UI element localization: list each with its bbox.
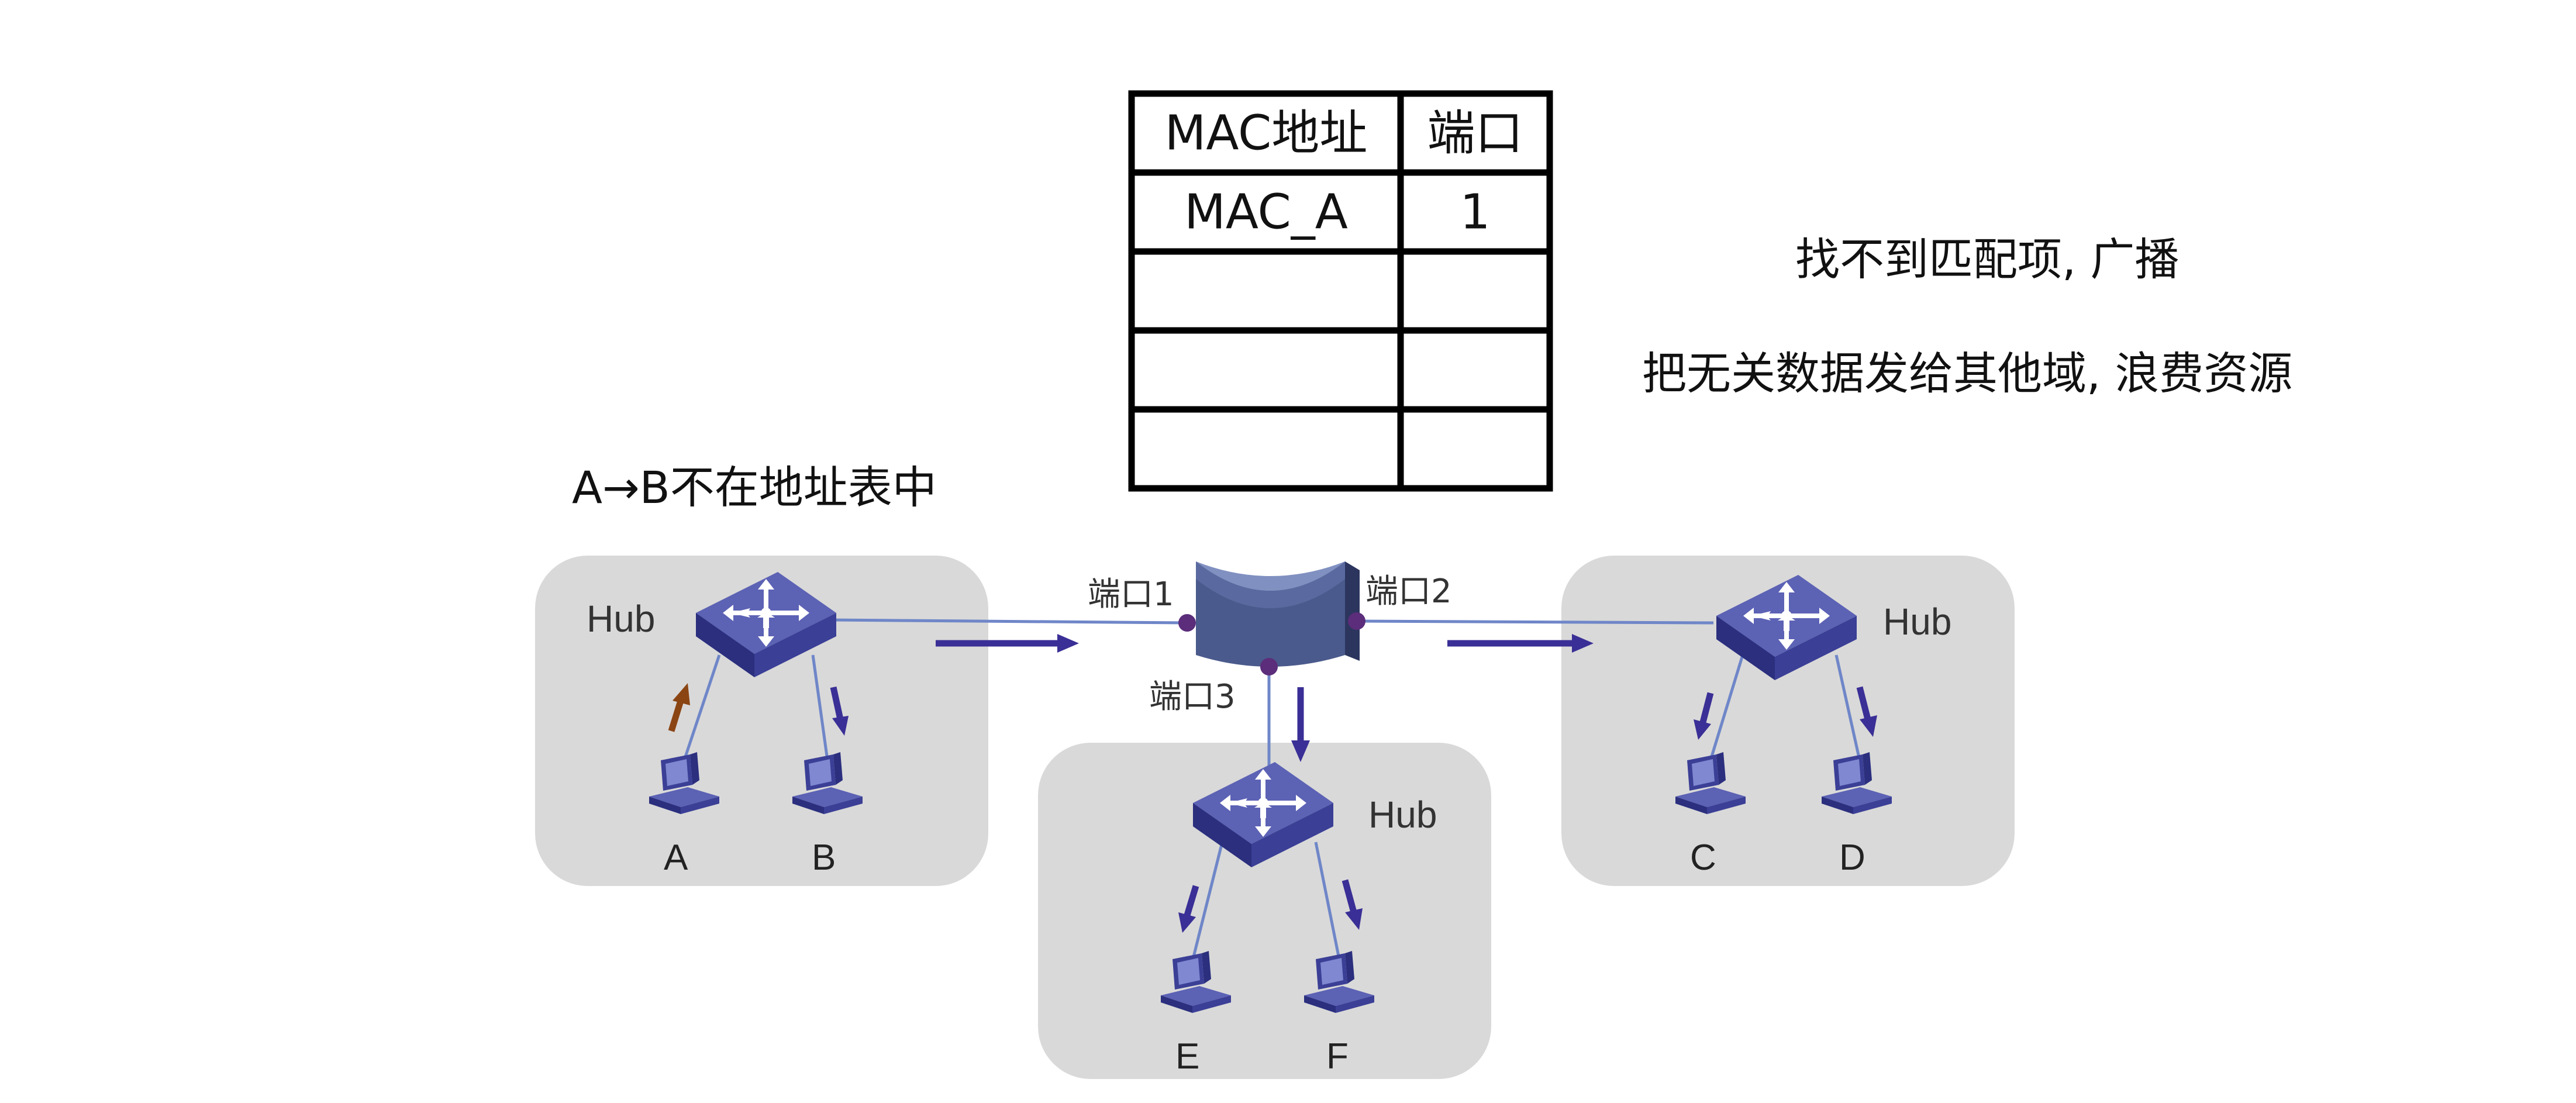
pc-b-label: B <box>812 837 836 878</box>
right-group-bg <box>1561 556 2015 886</box>
pc-f-label: F <box>1326 1036 1349 1077</box>
table-border <box>1128 90 1553 492</box>
arrow-right-from-port2-icon <box>1447 634 1594 653</box>
link-bottom-hub-to-pc-f <box>1314 842 1341 960</box>
bottom-group-bg <box>1038 743 1491 1079</box>
switch-icon <box>1196 561 1360 667</box>
port-3-dot <box>1260 658 1278 675</box>
port-2-label: 端口2 <box>1365 573 1452 611</box>
left-hub-label: Hub <box>587 598 655 640</box>
port-3-label: 端口3 <box>1149 678 1236 716</box>
arrow-down-from-port3-icon <box>1291 687 1310 762</box>
arrow-up-from-a-icon <box>668 683 690 732</box>
link-switch-to-right-hub <box>1356 619 1714 625</box>
link-right-hub-to-pc-c <box>1709 654 1744 761</box>
note-waste-resources: 把无关数据发给其他域, 浪费资源 <box>1642 347 2292 399</box>
arrow-right-to-port1-icon <box>936 634 1079 653</box>
table-header-cell: 端口 <box>1427 106 1523 161</box>
arrow-down-to-f-icon <box>1342 879 1363 930</box>
link-left-hub-to-pc-a <box>682 654 721 761</box>
note-broadcast: 找不到匹配项, 广播 <box>1795 233 2179 285</box>
link-bottom-hub-to-pc-e <box>1191 842 1224 960</box>
bottom-hub-label: Hub <box>1368 794 1437 836</box>
table-header-cell: MAC地址 <box>1165 106 1368 161</box>
pc-d-label: D <box>1839 837 1865 878</box>
arrow-down-to-e-icon <box>1178 885 1199 933</box>
link-left-hub-to-switch <box>830 618 1188 625</box>
port-1-label: 端口1 <box>1088 575 1174 613</box>
arrow-down-to-c-icon <box>1694 692 1714 740</box>
pc-a-label: A <box>664 837 688 878</box>
left-group-bg <box>535 556 988 886</box>
arrows <box>668 634 1877 933</box>
pc-c-label: C <box>1690 837 1716 878</box>
arrow-down-to-b-icon <box>830 686 849 736</box>
port-2-dot <box>1348 612 1365 630</box>
arrow-down-to-d-icon <box>1856 686 1877 737</box>
port-1-dot <box>1178 614 1196 632</box>
table-cell: MAC_A <box>1184 185 1348 240</box>
diagram-heading: A→B不在地址表中 <box>572 461 937 513</box>
table-cell: 1 <box>1460 185 1490 240</box>
right-hub-label: Hub <box>1883 601 1951 643</box>
link-right-hub-to-pc-d <box>1834 654 1861 761</box>
pc-e-label: E <box>1175 1036 1199 1077</box>
link-left-hub-to-pc-b <box>811 654 829 761</box>
links <box>682 618 1861 960</box>
mac-address-table: MAC地址 端口 MAC_A 1 <box>1128 90 1553 492</box>
